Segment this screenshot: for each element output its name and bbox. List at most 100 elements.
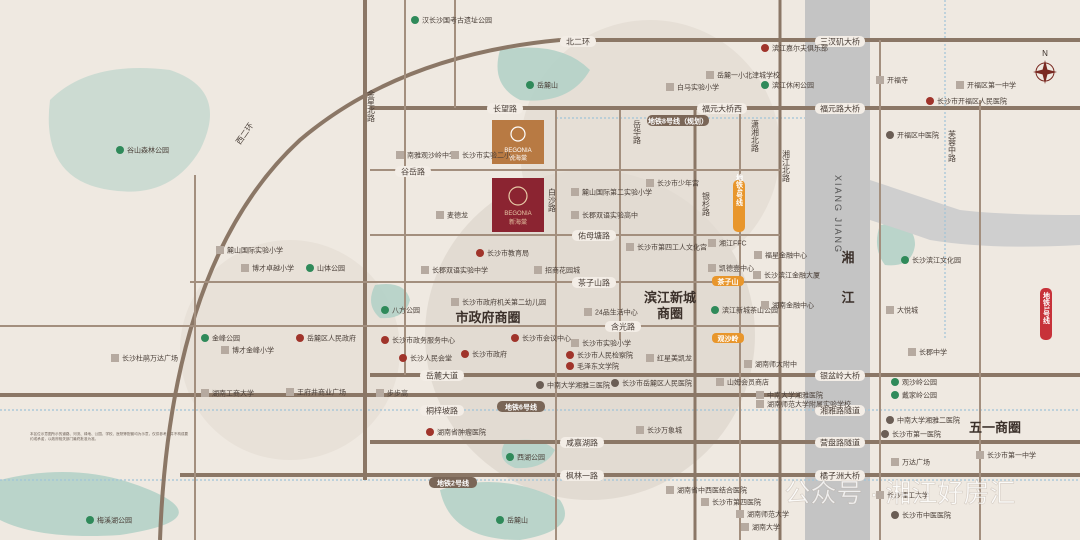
watermark: 公众号 · 湘江好房汇	[784, 478, 1015, 508]
poi-label: 凯德壹中心	[719, 264, 754, 273]
poi-lushan-guoji: 麓山国际第二实验小学	[571, 188, 652, 197]
building-marker-icon	[666, 486, 674, 494]
poi-xizhuo-park: 西湖公园	[506, 453, 545, 462]
tree-marker-icon	[901, 256, 909, 264]
poi-xiangya-school: 湖南师范大学附属实验学校	[756, 400, 851, 409]
poi-bubu-gao: 步步高	[376, 389, 408, 398]
poi-binjiang-chashan: 滨江新城茶山公园	[711, 306, 778, 315]
poi-shaonian-gong: 长沙市少年宫	[646, 179, 699, 188]
road-north2ring: 北二环	[566, 38, 590, 47]
road-chazishan: 茶子山路	[578, 278, 610, 288]
chazishan-station: 茶子山	[717, 277, 739, 286]
brand-top-cn: 悦海棠	[509, 154, 527, 162]
tree-marker-icon	[381, 306, 389, 314]
building-marker-icon	[436, 211, 444, 219]
poi-fuxing-jinrong: 福星金融中心	[754, 251, 807, 260]
poi-jiaotong-dx: 长沙理工大学	[876, 491, 929, 500]
poi-label: 长沙市开福区人民医院	[937, 97, 1007, 106]
building-marker-icon	[666, 83, 674, 91]
river-name-en: XIANG JIANG	[833, 175, 843, 254]
tree-marker-icon	[891, 391, 899, 399]
road-sanchajji: 三汊矶大桥	[820, 37, 860, 47]
poi-label: 24品生活中心	[595, 308, 638, 317]
building-marker-icon	[201, 389, 209, 397]
tree-marker-icon	[86, 516, 94, 524]
metro-line8-label: 地铁8号线（规划）	[648, 117, 708, 126]
poi-kaifu-zhongyi: 开福区中医院	[886, 131, 939, 140]
star-marker-icon	[476, 249, 484, 257]
building-marker-icon	[891, 458, 899, 466]
poi-label: 长沙理工大学	[887, 491, 929, 500]
poi-yuelu-park: 岳麓山	[526, 81, 558, 90]
road-yinpen: 银盆岭大桥	[820, 371, 860, 381]
poi-label: 中南大学湘雅三医院	[547, 381, 610, 390]
road-xianjia: 咸嘉湖路	[566, 438, 598, 448]
road-yuelu: 岳麓大道	[426, 371, 458, 381]
building-marker-icon	[876, 491, 884, 499]
poi-label: 西湖公园	[517, 453, 545, 462]
poi-changsha-zhongxue: 长郡中学	[908, 348, 947, 357]
poi-binjiang-xiuxian: 滨江休闲公园	[761, 81, 814, 90]
compass-icon: N	[1033, 49, 1057, 84]
building-marker-icon	[976, 451, 984, 459]
tree-marker-icon	[411, 16, 419, 24]
building-marker-icon	[756, 400, 764, 408]
poi-label: 金峰公园	[212, 334, 240, 343]
road-baisha: 白沙路	[548, 187, 557, 212]
tree-marker-icon	[891, 378, 899, 386]
poi-label: 长沙市实验二小	[462, 151, 511, 160]
poi-label: 山体公园	[317, 264, 345, 273]
tree-marker-icon	[506, 453, 514, 461]
poi-label: 王府井商业广场	[297, 388, 346, 397]
poi-diwu-wenhua: 长沙市第四工人文化宫	[626, 243, 707, 252]
poi-bocai-zhuoyue: 博才卓越小学	[241, 264, 294, 273]
star-marker-icon	[399, 354, 407, 362]
tree-marker-icon	[711, 306, 719, 314]
poi-hongxing-mei: 红星美凯龙	[646, 354, 692, 363]
poi-meixi-park: 梅溪湖公园	[86, 516, 132, 525]
star-marker-icon	[381, 336, 389, 344]
poi-label: 梅溪湖公园	[97, 516, 132, 525]
poi-label: 博才金峰小学	[232, 346, 274, 355]
poi-label: 长沙市会议中心	[522, 334, 571, 343]
building-marker-icon	[584, 308, 592, 316]
building-marker-icon	[736, 510, 744, 518]
brand-top-name: BEGONIA	[504, 148, 531, 154]
poi-label: 长沙市政务服务中心	[392, 336, 455, 345]
road-binjiang-north: 潇湘北路	[751, 119, 760, 152]
zone-circle-center	[425, 170, 755, 500]
poi-layer: 汉长沙国考古遗址公园岳麓山谷山森林公园白马实验小学岳麓一小北津城学校滨江嘉尔夫俱…	[86, 16, 1036, 532]
poi-nanya-school: 南雅观沙岭中学	[396, 151, 456, 160]
poi-jiguan-youeryuan: 长沙市政府机关第二幼儿园	[451, 298, 546, 307]
building-marker-icon	[571, 339, 579, 347]
poi-yuelu-zhengfu: 岳麓区人民政府	[296, 334, 356, 343]
poi-label: 观沙岭公园	[902, 378, 937, 387]
road-changwang: 长望路	[493, 104, 517, 114]
poi-disi-yiyuan: 长沙市第四医院	[701, 498, 761, 507]
poi-hunan-gongshang: 湖南工商大学	[201, 389, 254, 398]
poi-mao-wenxue: 毛泽东文学院	[566, 362, 619, 371]
poi-label: 红星美凯龙	[657, 354, 692, 363]
poi-kaifu-renmin: 长沙市开福区人民医院	[926, 97, 1007, 106]
road-hanguang: 含光路	[611, 322, 635, 332]
tree-marker-icon	[201, 334, 209, 342]
building-marker-icon	[706, 71, 714, 79]
poi-dufu-wanda: 长沙杜鹃万达广场	[111, 354, 178, 363]
building-marker-icon	[886, 306, 894, 314]
district-binjiang-label: 滨江新城	[644, 290, 696, 305]
xiangjiang-river	[805, 0, 870, 540]
poi-hunan-jinrong: 湖南金融中心	[761, 301, 814, 310]
poi-label: 长沙滨江文化园	[912, 256, 961, 265]
poi-label: 长郡双语实验高中	[582, 211, 638, 220]
river-name-cn-2: 江	[841, 290, 854, 305]
road-jinxing: 金星北路	[367, 89, 376, 122]
building-marker-icon	[451, 298, 459, 306]
poi-shiyan-xiaoxue: 长沙市实验小学	[571, 339, 631, 348]
poi-diyi-yiyuan: 长沙市第一医院	[881, 430, 941, 439]
poi-hunan-shifan: 湖南师范大学	[736, 510, 789, 519]
poi-binjiang-jinrong: 长沙滨江金融大厦	[753, 271, 820, 280]
star-marker-icon	[566, 362, 574, 370]
poi-label: 长郡中学	[919, 348, 947, 357]
poi-label: 大悦城	[897, 306, 918, 315]
building-marker-icon	[451, 151, 459, 159]
